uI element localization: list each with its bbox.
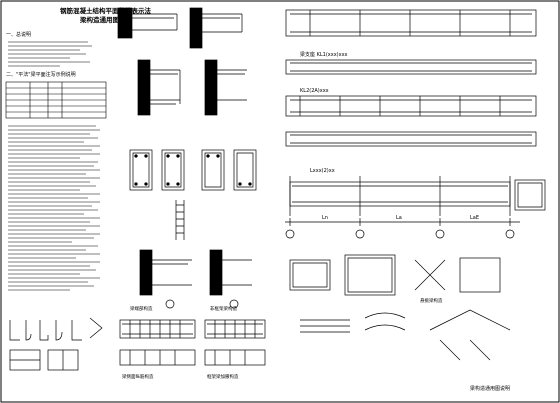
detail-label-b: KL2(2A)xxx (300, 88, 329, 94)
caption-3: 框架梁加腋构造 (207, 373, 239, 380)
continuous-beam (285, 176, 546, 239)
hook-details (9, 317, 103, 371)
section2-heading: 二、"平法"梁平面注写示例说明 (6, 71, 76, 78)
dim-lae: LaE (470, 215, 479, 221)
detail-label-d: Lxxx(2)xx (310, 168, 335, 174)
sheet-title-line2: 梁构造通用图说明 (79, 15, 133, 24)
sheet-title-line1: 钢筋混凝土结构平面整体表示法 (60, 6, 152, 15)
bottom-right-details (289, 254, 511, 361)
notes-table (5, 81, 107, 119)
beam-end-details (117, 7, 266, 366)
caption-4: 悬挑梁构造 (420, 297, 443, 304)
left-notes-column: 钢筋混凝土结构平面整体表示法 梁构造通用图说明 一、总说明 二、"平法"梁平面注… (5, 6, 152, 371)
caption-0: 梁端部构造 (130, 305, 153, 312)
caption-2: 梁侧面纵筋构造 (122, 373, 154, 380)
dim-la: La (396, 215, 402, 221)
footer-label: 梁构造通用图说明 (470, 385, 510, 392)
dim-ln: Ln (322, 215, 328, 221)
beam-elevations (285, 9, 537, 147)
detail-label-a: 梁支座 KL1(xxx)xxx (300, 51, 348, 58)
caption-1: 非框架梁构造 (210, 305, 237, 312)
section1-heading: 一、总说明 (6, 31, 31, 38)
